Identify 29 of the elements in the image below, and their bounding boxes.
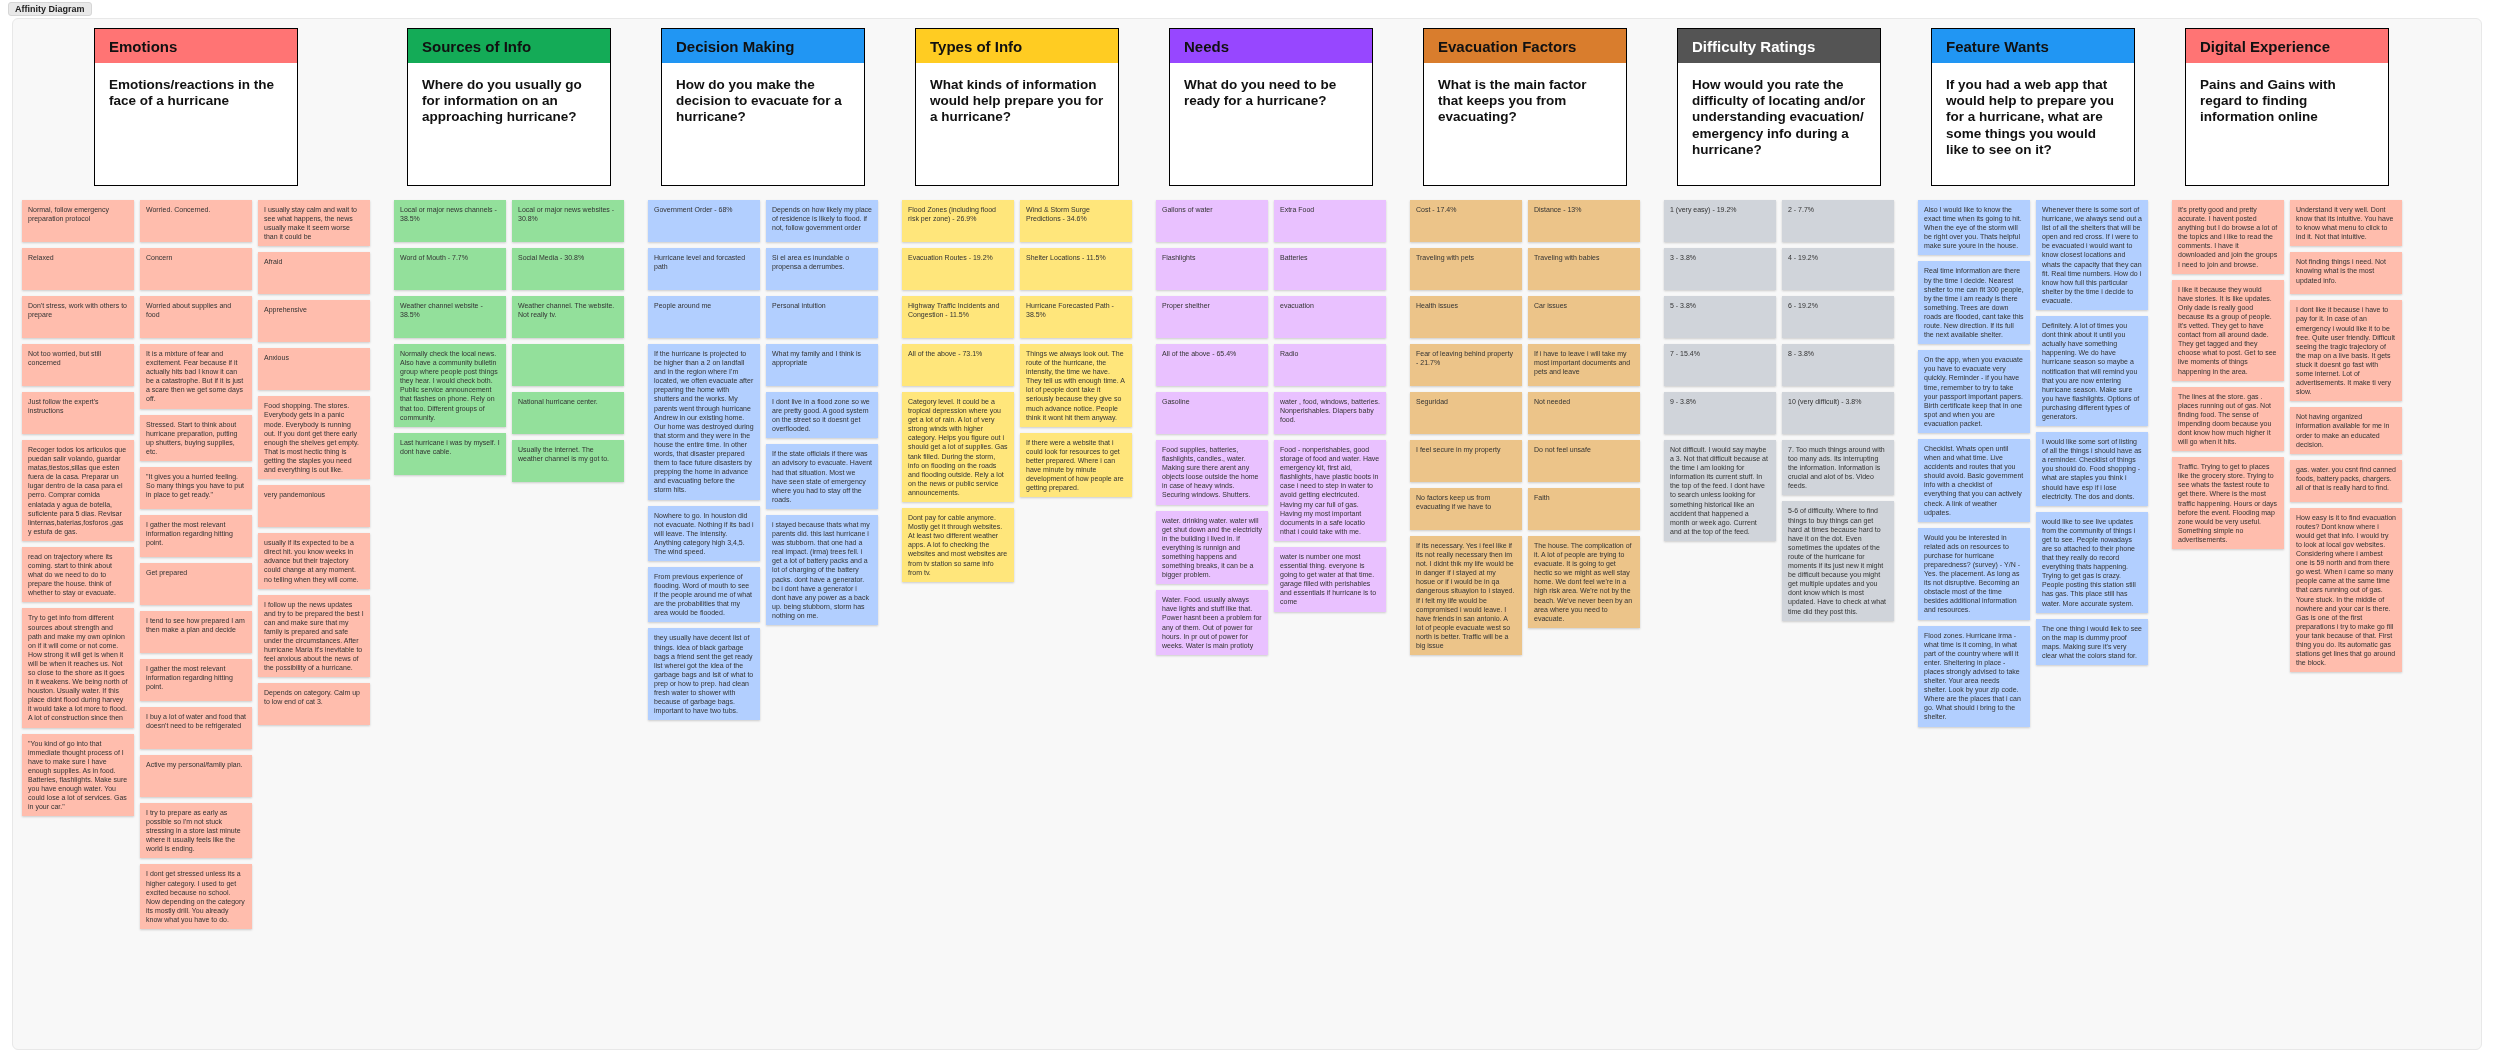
header-card	[2185, 28, 2389, 186]
question-text: What kinds of information would help prepare you for a hurricane?	[929, 76, 1105, 126]
category-title: Digital Experience	[2186, 29, 2388, 63]
category-title: Emotions	[95, 29, 297, 63]
title-tab: Affinity Diagram	[8, 2, 92, 16]
category-title: Sources of Info	[408, 29, 610, 63]
header-card	[661, 28, 865, 186]
category-title: Needs	[1170, 29, 1372, 63]
header-card	[1931, 28, 2135, 186]
sticky-note	[512, 344, 624, 386]
question-text: Pains and Gains with regard to finding information online	[2199, 76, 2337, 126]
question-text: Emotions/reactions in the face of a hurricane	[108, 76, 276, 110]
header-card	[1423, 28, 1627, 186]
question-text: What is the main factor that keeps you from evacuating?	[1437, 76, 1588, 126]
header-card	[407, 28, 611, 186]
question-text: What do you need to be ready for a hurricane?	[1183, 76, 1338, 110]
header-card	[94, 28, 298, 186]
question-text: How do you make the decision to evacuate for a hurricane?	[675, 76, 843, 126]
question-text: How would you rate the difficulty of locating and/or understanding evacuation/ emergency info during a hurricane?	[1691, 76, 1867, 158]
header-card	[1677, 28, 1881, 186]
header-card	[1169, 28, 1373, 186]
category-title: Decision Making	[662, 29, 864, 63]
category-title: Difficulty Ratings	[1678, 29, 1880, 63]
category-title: Feature Wants	[1932, 29, 2134, 63]
question-text: Where do you usually go for information on an approaching hurricane?	[421, 76, 583, 126]
category-title: Evacuation Factors	[1424, 29, 1626, 63]
category-title: Types of Info	[916, 29, 1118, 63]
header-card	[915, 28, 1119, 186]
question-text: If you had a web app that would help to prepare you for a hurricane, what are some things you would like to see on it?	[1945, 76, 2115, 158]
